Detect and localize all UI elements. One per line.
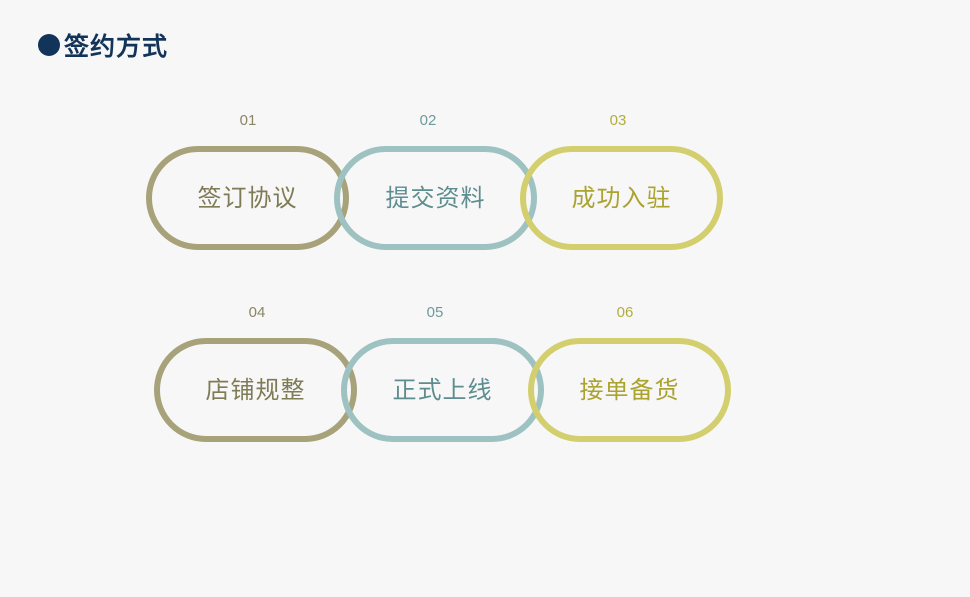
step-number-1: 01 xyxy=(239,112,257,129)
step-pill-2: 提交资料 xyxy=(334,146,537,250)
step-number-4: 04 xyxy=(248,304,266,321)
step-label-2: 提交资料 xyxy=(385,184,486,212)
step-label-1: 签订协议 xyxy=(197,184,298,212)
page-title: 签约方式 xyxy=(64,32,169,61)
step-pill-1: 签订协议 xyxy=(146,146,349,250)
step-pill-5: 正式上线 xyxy=(341,338,544,442)
step-number-5: 05 xyxy=(426,304,444,321)
step-pill-6: 接单备货 xyxy=(528,338,731,442)
section-header: 签约方式 xyxy=(38,27,168,63)
step-label-6: 接单备货 xyxy=(579,376,680,404)
step-number-2: 02 xyxy=(419,112,437,129)
step-label-3: 成功入驻 xyxy=(571,184,672,212)
step-pill-3: 成功入驻 xyxy=(520,146,723,250)
step-pill-4: 店铺规整 xyxy=(154,338,357,442)
bullet-dot-icon xyxy=(38,34,60,56)
step-label-4: 店铺规整 xyxy=(205,376,306,404)
step-number-3: 03 xyxy=(609,112,627,129)
step-label-5: 正式上线 xyxy=(392,376,493,404)
step-number-6: 06 xyxy=(616,304,634,321)
